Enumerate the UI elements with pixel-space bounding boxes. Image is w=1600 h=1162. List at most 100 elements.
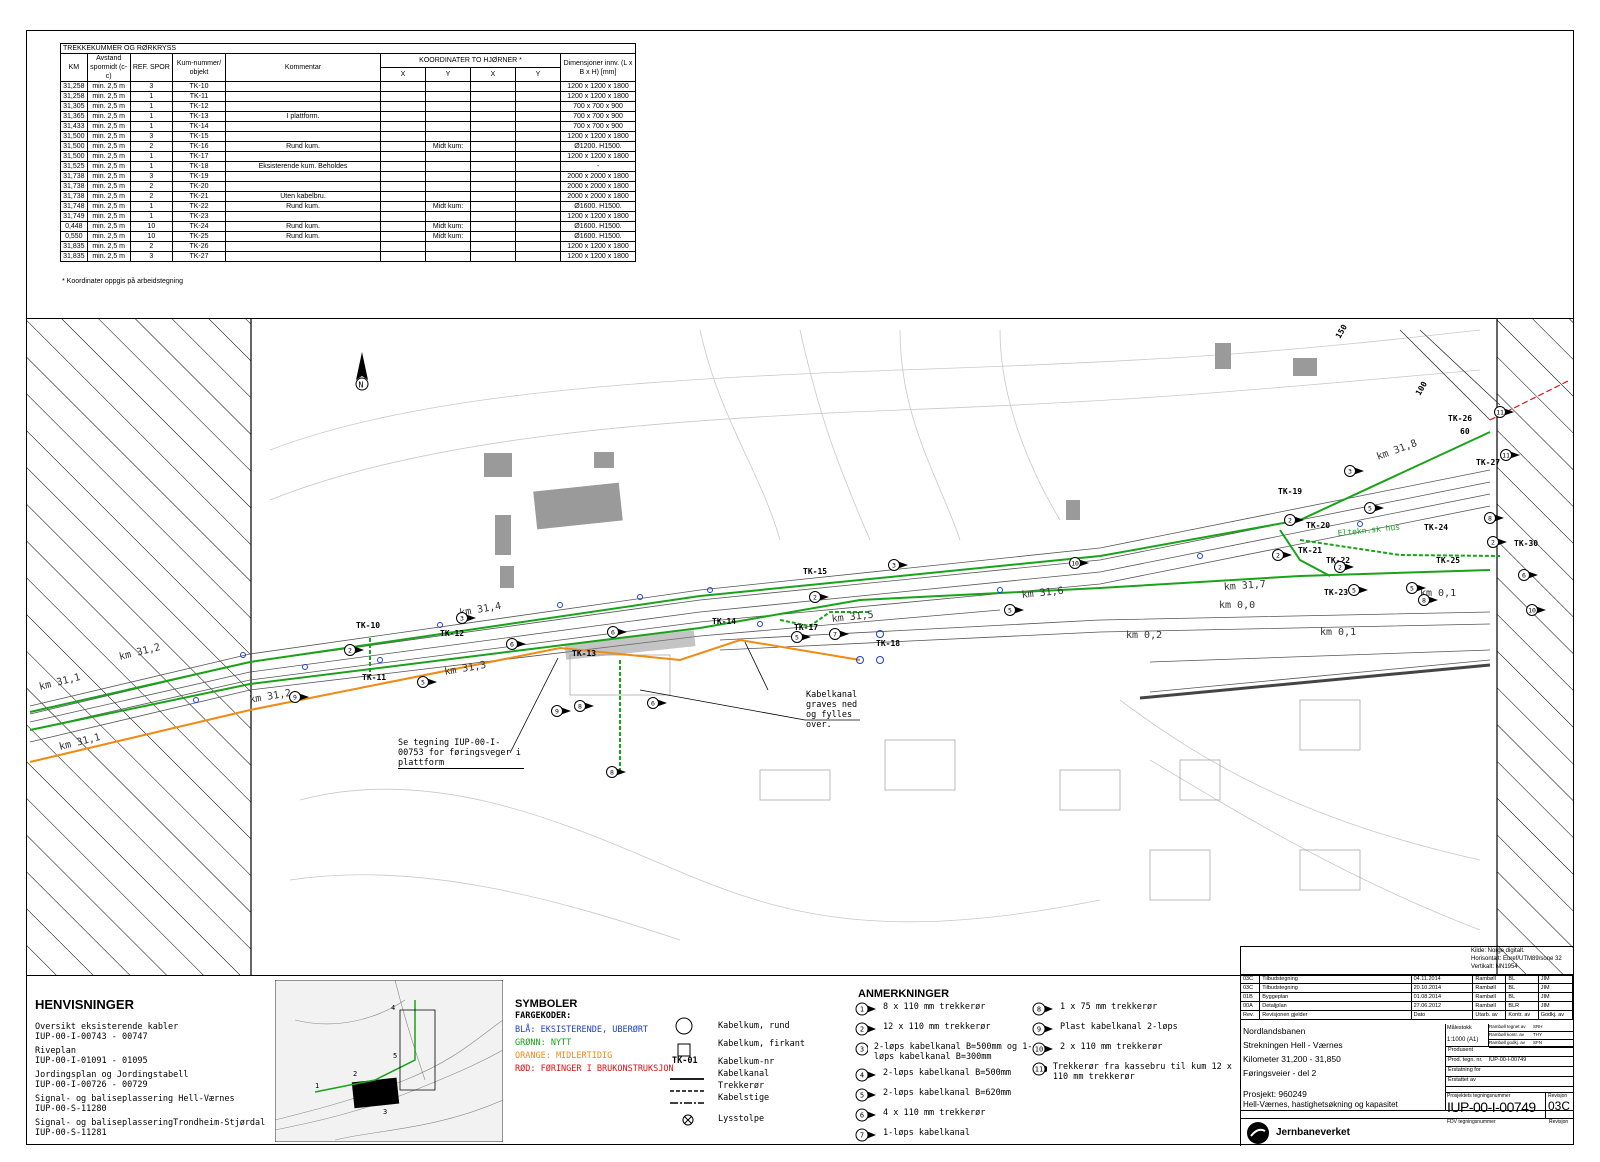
- map-marker-icon: 2: [1487, 536, 1507, 548]
- map-marker-icon: 2: [1272, 549, 1292, 561]
- north-arrow-icon: N: [355, 352, 369, 391]
- tk-21: TK-21: [1298, 546, 1322, 555]
- map-marker-icon: 11: [1494, 406, 1514, 418]
- revision-cell: JIM: [1537, 992, 1574, 1002]
- svg-text:9: 9: [555, 708, 559, 716]
- map-marker-icon: 10: [1069, 557, 1089, 569]
- trekkekummer-table: TREKKEKUMMER OG RØRKRYSS KM Avstand spor…: [60, 43, 636, 262]
- remark-marker-icon: 4: [855, 1068, 876, 1082]
- project-footer: Prosjekt: 960249 Hell-Værnes, hastighets…: [1240, 1089, 1573, 1146]
- svg-text:150: 150: [1334, 323, 1349, 340]
- svg-text:5: 5: [1368, 505, 1372, 513]
- tk-17: TK-17: [794, 623, 818, 632]
- svg-text:5: 5: [421, 679, 425, 687]
- col-ref: REF. SPOR: [129, 53, 174, 82]
- source-line: Vertikalt: NN1954: [1471, 964, 1518, 970]
- svg-text:5: 5: [1410, 585, 1414, 593]
- project-desc: Hell-Værnes, hastighetsøkning og kapasit…: [1243, 1100, 1398, 1109]
- symboler-title: SYMBOLER: [515, 998, 578, 1010]
- outline-buildings: [569, 654, 1361, 901]
- svg-text:km 0,2: km 0,2: [1126, 630, 1162, 641]
- revision-cell: BL: [1505, 992, 1539, 1002]
- svg-text:8: 8: [1422, 597, 1426, 605]
- keymap-number: 3: [383, 1108, 387, 1116]
- svg-text:10: 10: [1071, 560, 1079, 568]
- table-cell: 3: [129, 251, 174, 262]
- source-line: Kilde: Norge digitalt.: [1471, 948, 1525, 954]
- fargekoder-title: FARGEKODER:: [515, 1011, 572, 1021]
- svg-text:km 0,1: km 0,1: [1420, 588, 1456, 599]
- map-marker-icon: 8: [1418, 594, 1438, 606]
- revision-cell: 00A: [1239, 1001, 1261, 1011]
- tk-22: TK-22: [1326, 556, 1350, 565]
- svg-text:11: 11: [1496, 409, 1504, 417]
- svg-text:6: 6: [860, 1112, 864, 1120]
- svg-text:7: 7: [833, 631, 837, 639]
- map-marker-icon: 2: [344, 644, 364, 656]
- map-marker-icon: 2: [1334, 561, 1354, 573]
- legend-lys: Lysstolpe: [718, 1114, 765, 1124]
- svg-text:2: 2: [1276, 552, 1280, 560]
- legend-stige: Kabelstige: [718, 1093, 770, 1103]
- legend-trekkeror: Trekkerør: [718, 1081, 765, 1091]
- symbol-legend: [670, 1017, 704, 1126]
- svg-text:8: 8: [578, 703, 582, 711]
- revision-cell: 20.10.2014: [1410, 983, 1474, 993]
- source-info: Kilde: Norge digitalt. Horisontalt: Euref…: [1471, 947, 1562, 971]
- reference-item: Signal- og baliseplasseringTrondheim-Stj…: [35, 1118, 266, 1138]
- col-comment: Kommentar: [225, 53, 381, 82]
- remark-marker-icon: 11: [1032, 1062, 1047, 1076]
- map-marker-icon: 9: [289, 691, 309, 703]
- map-marker-icon: 5: [417, 676, 437, 688]
- tk-11: TK-11: [362, 673, 386, 682]
- svg-text:km 31,5: km 31,5: [831, 610, 874, 625]
- revision-cell: BL: [1505, 983, 1539, 993]
- terrain-contours: [269, 329, 1481, 941]
- revision-cell: Rambøll: [1472, 1001, 1507, 1011]
- keymap-number: 1: [315, 1082, 319, 1090]
- revision-block: Revisjon 03C: [1545, 1092, 1574, 1119]
- svg-text:60: 60: [1460, 427, 1470, 436]
- legend-square: Kabelkum, firkant: [718, 1039, 805, 1049]
- svg-text:km 31,3: km 31,3: [444, 660, 487, 678]
- svg-text:6: 6: [611, 629, 615, 637]
- svg-text:5: 5: [1352, 587, 1356, 595]
- keymap-number: 5: [393, 1052, 397, 1060]
- map-marker-icon: 9: [551, 705, 571, 717]
- tk-19: TK-19: [1278, 487, 1302, 496]
- remark-marker-icon: 6: [855, 1108, 876, 1122]
- map-marker-icon: 6: [647, 697, 667, 709]
- road-barrier: [1139, 663, 1491, 700]
- svg-text:7: 7: [860, 1132, 864, 1140]
- map-marker-icon: 8: [606, 766, 626, 778]
- project-info: Nordlandsbanen Strekningen Hell - Værnes…: [1243, 1026, 1343, 1078]
- revision-cell: 04.11.2014: [1410, 974, 1474, 984]
- henvisninger-title: HENVISNINGER: [35, 997, 134, 1012]
- col-distance: Avstand spormidt (c-c): [86, 53, 131, 82]
- svg-text:11: 11: [1035, 1066, 1043, 1074]
- anmerkninger-title: ANMERKNINGER: [858, 988, 950, 1000]
- map-marker-icon: 6: [607, 626, 627, 638]
- map-marker-icon: 2: [809, 591, 829, 603]
- keymap-number: 4: [391, 1004, 395, 1012]
- remark-marker-icon: 3: [855, 1042, 868, 1056]
- source-line: Horisontalt: Euref/UTM89/sone 32: [1471, 956, 1562, 962]
- svg-text:4: 4: [860, 1072, 864, 1080]
- map-marker-icon: 3: [888, 559, 908, 571]
- revision-cell: Byggeplan: [1259, 992, 1412, 1002]
